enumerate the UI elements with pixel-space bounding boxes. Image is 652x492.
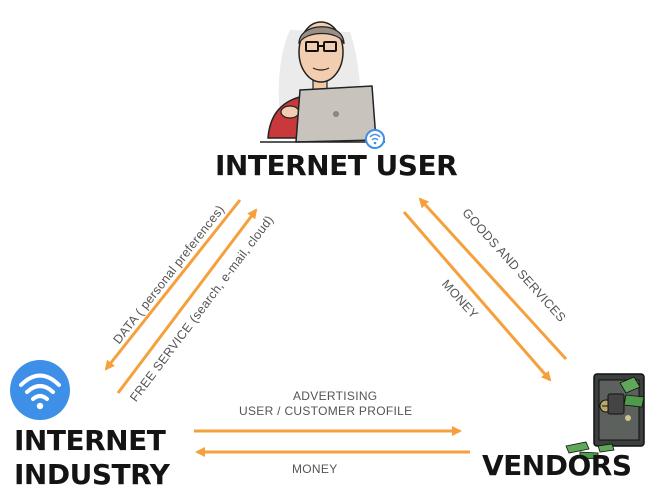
user-at-laptop-illustration <box>260 21 385 143</box>
safe-with-money-illustration <box>565 373 645 460</box>
wifi-badge-icon <box>365 129 385 149</box>
label-user-customer-profile: USER / CUSTOMER PROFILE <box>239 404 413 418</box>
arrow-vendors-to-user <box>418 197 568 361</box>
label-money-user-to-vendors: MONEY <box>439 277 481 322</box>
label-money-vendors-to-industry: MONEY <box>292 462 338 476</box>
node-title-internet-industry: INTERNET INDUSTRY <box>14 424 170 492</box>
arrow-user-to-vendors <box>402 211 552 382</box>
node-title-internet-industry-line1: INTERNET <box>14 424 166 457</box>
node-title-vendors: VENDORS <box>482 449 632 482</box>
node-title-internet-industry-line2: INDUSTRY <box>14 458 170 491</box>
node-title-internet-user: INTERNET USER <box>215 149 458 182</box>
label-advertising: ADVERTISING <box>293 389 378 403</box>
wifi-icon <box>10 360 70 420</box>
arrow-industry-to-user <box>116 208 258 394</box>
arrow-user-to-industry <box>104 199 242 371</box>
